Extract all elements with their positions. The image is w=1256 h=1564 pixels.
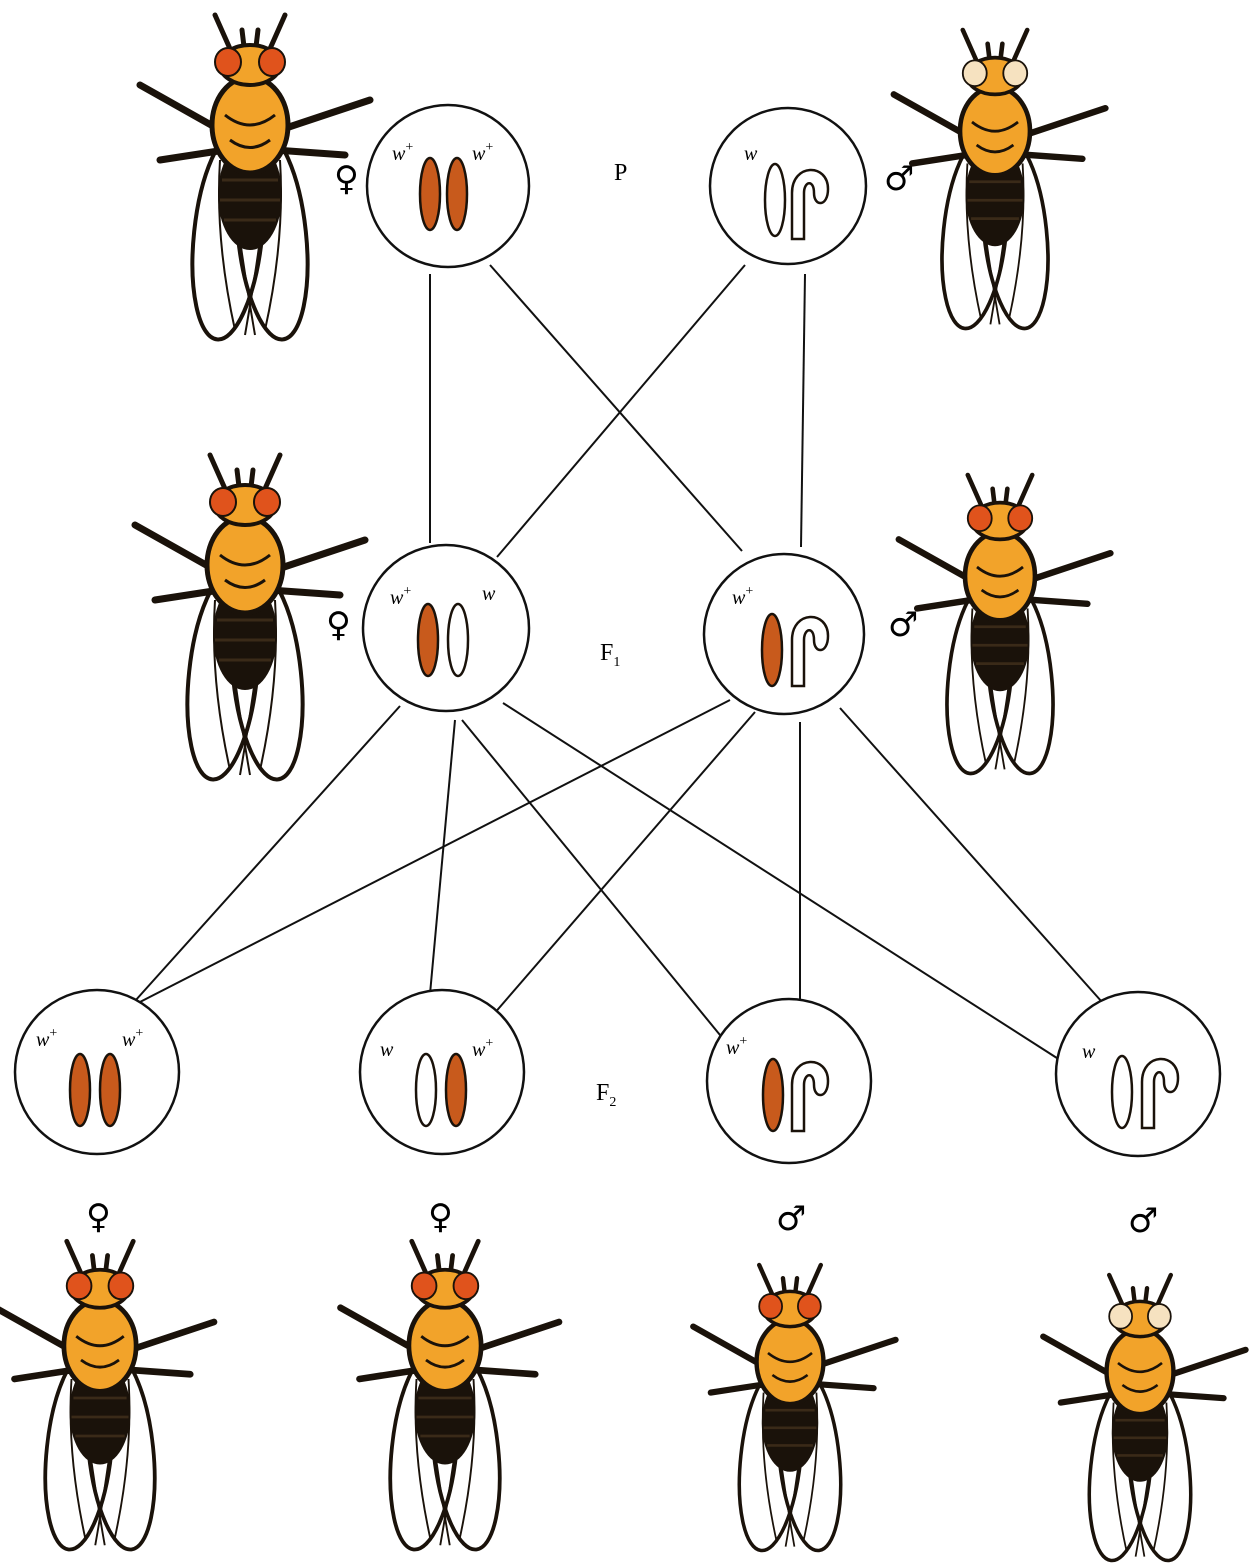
- cell-f2-3: w+: [705, 997, 873, 1165]
- fly-f2-1: [0, 1241, 214, 1553]
- cross-lines: [134, 264, 1103, 1061]
- allele-label: w+: [390, 584, 411, 609]
- line-f1-female-to-f2-4: [502, 702, 1061, 1061]
- x-chromosome-icon: [1110, 1054, 1134, 1130]
- generation-label-f1: F1: [600, 640, 620, 670]
- male-symbol: ♂: [1128, 1201, 1158, 1241]
- x-chromosome-icon: [760, 612, 784, 688]
- cell-f2-2: w w+: [358, 988, 526, 1156]
- cell-f2-1: w+ w+: [13, 988, 181, 1156]
- line-f1-female-to-f2-1: [134, 705, 401, 1002]
- male-symbol: ♂: [888, 605, 918, 645]
- drosophila-icon: [1043, 1275, 1245, 1564]
- male-symbol: ♂: [884, 159, 914, 199]
- female-symbol: ♀: [326, 605, 351, 645]
- fly-f2-2: [341, 1241, 560, 1553]
- cell-f1-male: w+: [702, 552, 866, 716]
- female-symbol: ♀: [428, 1197, 453, 1237]
- allele-label: w+: [472, 1036, 493, 1061]
- allele-label: w: [1082, 1041, 1096, 1063]
- allele-label: w+: [36, 1026, 57, 1051]
- line-p-male-to-f1-male: [800, 273, 806, 548]
- x-chromosome-icon: [68, 1052, 92, 1128]
- allele-label: w+: [726, 1034, 747, 1059]
- cell-p-female: w+ w+: [365, 103, 531, 269]
- x-chromosome-icon: [761, 1057, 785, 1133]
- fly-f1-male: [899, 475, 1111, 777]
- x-chromosome-icon: [446, 602, 470, 678]
- line-f1-male-to-f2-2: [492, 711, 756, 1016]
- allele-label: w+: [472, 140, 493, 165]
- fly-p-male: [894, 30, 1106, 332]
- x-chromosome-icon: [763, 162, 787, 238]
- x-chromosome-icon: [418, 156, 442, 232]
- generation-label-p: P: [614, 160, 627, 186]
- line-f1-male-to-f2-4: [839, 707, 1103, 1003]
- allele-label: w+: [392, 140, 413, 165]
- drosophila-icon: [899, 475, 1111, 777]
- cell-f2-4: w: [1054, 990, 1222, 1158]
- generation-label-f2: F2: [596, 1080, 616, 1110]
- allele-label: w: [744, 143, 758, 165]
- line-f1-female-to-f2-2: [429, 719, 456, 995]
- line-p-male-to-f1-female: [496, 264, 746, 558]
- x-chromosome-icon: [98, 1052, 122, 1128]
- x-chromosome-icon: [416, 602, 440, 678]
- line-f1-female-to-f2-3: [461, 719, 721, 1036]
- line-f1-male-to-f2-1: [137, 699, 731, 1004]
- drosophila-icon: [894, 30, 1106, 332]
- line-p-female-to-f1-male: [489, 264, 743, 552]
- x-chromosome-icon: [414, 1052, 438, 1128]
- drosophila-icon: [0, 1241, 214, 1553]
- allele-label: w: [482, 583, 496, 605]
- cell-p-male: w: [708, 106, 868, 266]
- male-symbol: ♂: [776, 1199, 806, 1239]
- cell-f1-female: w+ w: [361, 543, 531, 713]
- allele-label: w+: [732, 584, 753, 609]
- x-chromosome-icon: [445, 156, 469, 232]
- drosophila-icon: [341, 1241, 560, 1553]
- x-chromosome-icon: [444, 1052, 468, 1128]
- allele-label: w: [380, 1039, 394, 1061]
- allele-label: w+: [122, 1026, 143, 1051]
- fly-f2-4: [1043, 1275, 1245, 1564]
- fly-f2-3: [693, 1265, 895, 1554]
- female-symbol: ♀: [86, 1197, 111, 1237]
- female-symbol: ♀: [334, 159, 359, 199]
- drosophila-icon: [693, 1265, 895, 1554]
